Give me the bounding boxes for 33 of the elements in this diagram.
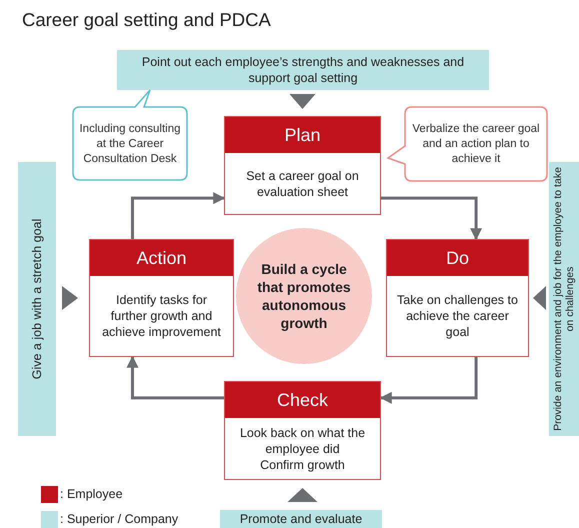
step-description: Look back on what the employee did [238, 424, 366, 456]
callout-text: Verbalize the career goal and an action plan to achieve it [411, 122, 541, 166]
callout-text: Including consulting at the Career Consultation Desk [78, 122, 182, 166]
chevron-arrow [290, 94, 316, 109]
step-header: Action [90, 240, 233, 276]
step-description: Confirm growth [260, 456, 345, 472]
step-card [89, 239, 234, 357]
cycle-arrow [381, 196, 482, 240]
step-header: Plan [225, 117, 380, 153]
speech-bubble [386, 106, 548, 182]
legend-label: : Employee [60, 486, 123, 503]
chevron-arrow [288, 488, 318, 502]
step-description: Set a career goal on evaluation sheet [245, 168, 360, 200]
step-card [224, 116, 381, 215]
step-header: Check [225, 382, 380, 418]
band-text: Provide an environment and job for the employee to take on challenges [552, 166, 576, 433]
cycle-arrow [131, 192, 226, 239]
step-description: Identify tasks for further growth and achieve improvement [101, 292, 222, 340]
step-header: Do [387, 240, 528, 276]
step-description: Take on challenges to achieve the career goal [396, 292, 519, 340]
step-card [386, 239, 529, 357]
legend-label: : Superior / Company [60, 511, 178, 528]
chevron-arrow [62, 286, 78, 310]
instruction-band: Promote and evaluate [220, 510, 382, 528]
band-text: Give a job with a stretch goal [30, 218, 44, 380]
cycle-arrow [126, 356, 224, 400]
chevron-arrow [533, 286, 546, 310]
step-card [224, 381, 381, 480]
speech-bubble [72, 88, 188, 181]
instruction-band: Point out each employee’s strengths and weaknesses and support goal setting [117, 50, 489, 90]
instruction-band [18, 162, 56, 436]
cycle-arrow [380, 357, 478, 404]
title: Career goal setting and PDCA [22, 8, 271, 32]
